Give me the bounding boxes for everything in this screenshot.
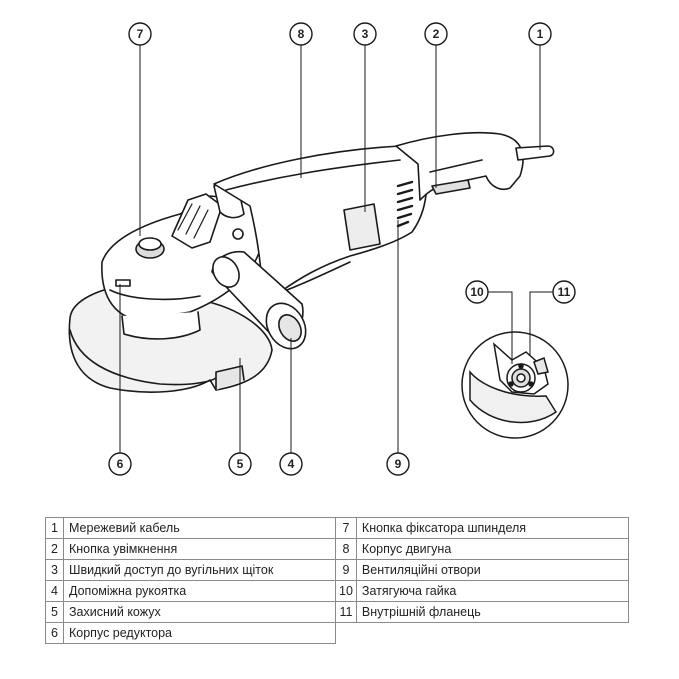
inset-detail-illustration (461, 331, 569, 439)
svg-text:3: 3 (362, 27, 369, 41)
part-label: Кнопка фіксатора шпинделя (355, 517, 629, 539)
callout-8: 8 (289, 22, 313, 46)
part-label: Допоміжна рукоятка (63, 580, 336, 602)
part-label: Вентиляційні отвори (355, 559, 629, 581)
rear-handle-shape (395, 131, 524, 201)
callout-4: 4 (279, 452, 303, 476)
callout-9: 9 (386, 452, 410, 476)
callout-11: 11 (552, 280, 576, 304)
switch-shape (431, 179, 471, 195)
svg-text:8: 8 (298, 27, 305, 41)
svg-text:5: 5 (237, 457, 244, 471)
part-label: Затягуюча гайка (355, 580, 629, 602)
part-number: 7 (335, 517, 357, 539)
part-label: Мережевий кабель (63, 517, 336, 539)
part-label: Внутрішній фланець (355, 601, 629, 623)
part-number: 9 (335, 559, 357, 581)
table-row: 3 Швидкий доступ до вугільних щіток 9 Ве… (45, 559, 629, 581)
svg-text:11: 11 (558, 285, 571, 299)
callout-3: 3 (353, 22, 377, 46)
angle-grinder-diagram: 7 8 3 2 1 6 5 4 9 10 11 (68, 22, 576, 476)
part-number: 3 (45, 559, 64, 581)
part-number: 5 (45, 601, 64, 623)
table-row: 4 Допоміжна рукоятка 10 Затягуюча гайка (45, 580, 629, 602)
svg-text:10: 10 (470, 285, 484, 299)
part-number: 11 (335, 601, 357, 623)
part-label: Захисний кожух (63, 601, 336, 623)
callout-6: 6 (108, 452, 132, 476)
part-label: Корпус редуктора (63, 622, 336, 644)
part-number: 10 (335, 580, 357, 602)
svg-text:7: 7 (137, 27, 144, 41)
callout-2: 2 (424, 22, 448, 46)
part-number: 1 (45, 517, 64, 539)
callout-10: 10 (465, 280, 489, 304)
table-row: 1 Мережевий кабель 7 Кнопка фіксатора шп… (45, 517, 629, 539)
parts-legend-table: 1 Мережевий кабель 7 Кнопка фіксатора шп… (45, 517, 629, 644)
svg-text:6: 6 (117, 457, 124, 471)
svg-text:4: 4 (288, 457, 295, 471)
callout-5: 5 (228, 452, 252, 476)
part-number: 4 (45, 580, 64, 602)
part-label: Корпус двигуна (355, 538, 629, 560)
empty-cell (356, 623, 628, 644)
callout-7: 7 (128, 22, 152, 46)
ventilation-slots-shape (396, 180, 414, 228)
table-row: 2 Кнопка увімкнення 8 Корпус двигуна (45, 538, 629, 560)
brush-access-shape (343, 203, 381, 251)
inner-flange-shape (533, 356, 549, 375)
svg-text:9: 9 (395, 457, 402, 471)
leader-lines (119, 45, 553, 453)
svg-text:1: 1 (537, 27, 544, 41)
svg-text:2: 2 (433, 27, 440, 41)
part-label: Швидкий доступ до вугільних щіток (63, 559, 336, 581)
part-number: 6 (45, 622, 64, 644)
part-number: 2 (45, 538, 64, 560)
empty-cell (336, 623, 357, 644)
callout-1: 1 (528, 22, 552, 46)
table-row: 6 Корпус редуктора (45, 622, 629, 644)
part-number: 8 (335, 538, 357, 560)
part-label: Кнопка увімкнення (63, 538, 336, 560)
cable-shape (515, 145, 555, 161)
table-row: 5 Захисний кожух 11 Внутрішній фланець (45, 601, 629, 623)
